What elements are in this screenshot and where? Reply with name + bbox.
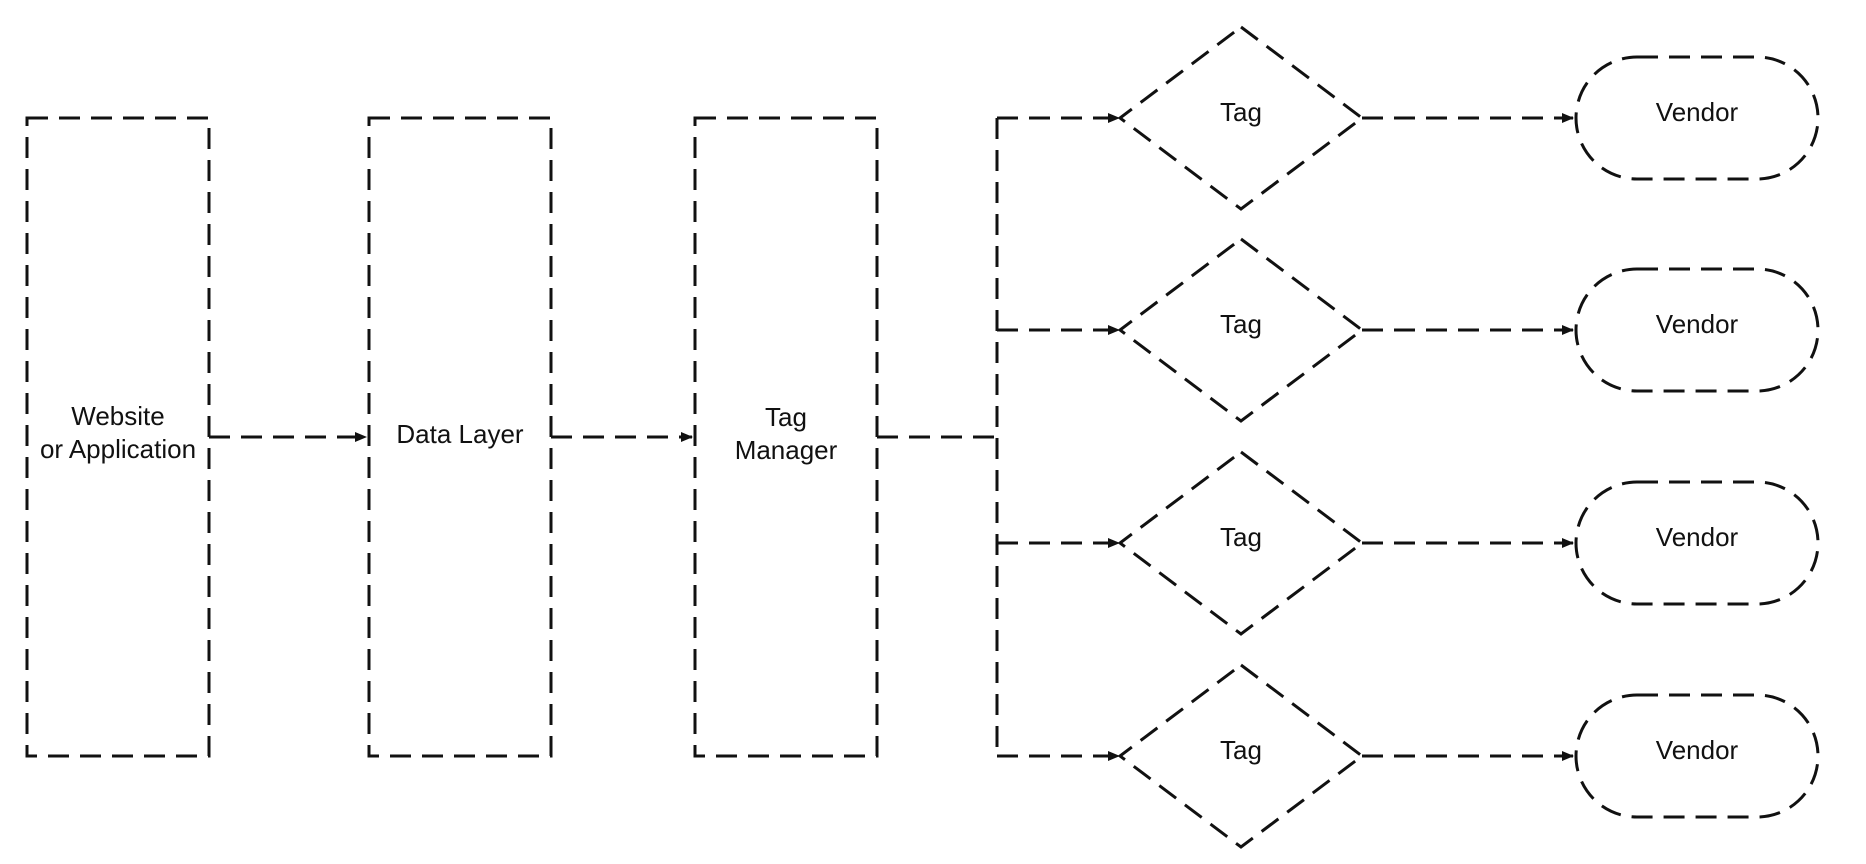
tag-diamond xyxy=(1117,237,1365,423)
vendor-label: Vendor xyxy=(1656,309,1739,339)
tag-label: Tag xyxy=(1220,735,1262,765)
branch-row: Tag Vendor xyxy=(997,663,1820,849)
vendor-box xyxy=(1574,480,1820,606)
tag-label: Tag xyxy=(1220,309,1262,339)
branch-row: Tag Vendor xyxy=(997,237,1820,423)
source-node: Website or Application xyxy=(25,116,211,758)
tag-manager-label-line1: Tag xyxy=(765,402,807,432)
vendor-box xyxy=(1574,693,1820,819)
vendor-box xyxy=(1574,55,1820,181)
branch-row: Tag Vendor xyxy=(997,450,1820,636)
branch-row: Tag Vendor xyxy=(997,25,1820,211)
tag-manager-label-line2: Manager xyxy=(735,435,838,465)
source-label-line1: Website xyxy=(71,401,164,431)
source-label-line2: or Application xyxy=(40,434,196,464)
tag-diamond xyxy=(1117,663,1365,849)
tag-label: Tag xyxy=(1220,522,1262,552)
vendor-box xyxy=(1574,267,1820,393)
data-layer-label: Data Layer xyxy=(396,419,524,449)
vendor-label: Vendor xyxy=(1656,735,1739,765)
tag-diamond xyxy=(1117,25,1365,211)
vendor-label: Vendor xyxy=(1656,522,1739,552)
tag-diamond xyxy=(1117,450,1365,636)
data-layer-node: Data Layer xyxy=(367,116,553,758)
tag-manager-node: Tag Manager xyxy=(693,116,879,758)
vendor-label: Vendor xyxy=(1656,97,1739,127)
tag-label: Tag xyxy=(1220,97,1262,127)
